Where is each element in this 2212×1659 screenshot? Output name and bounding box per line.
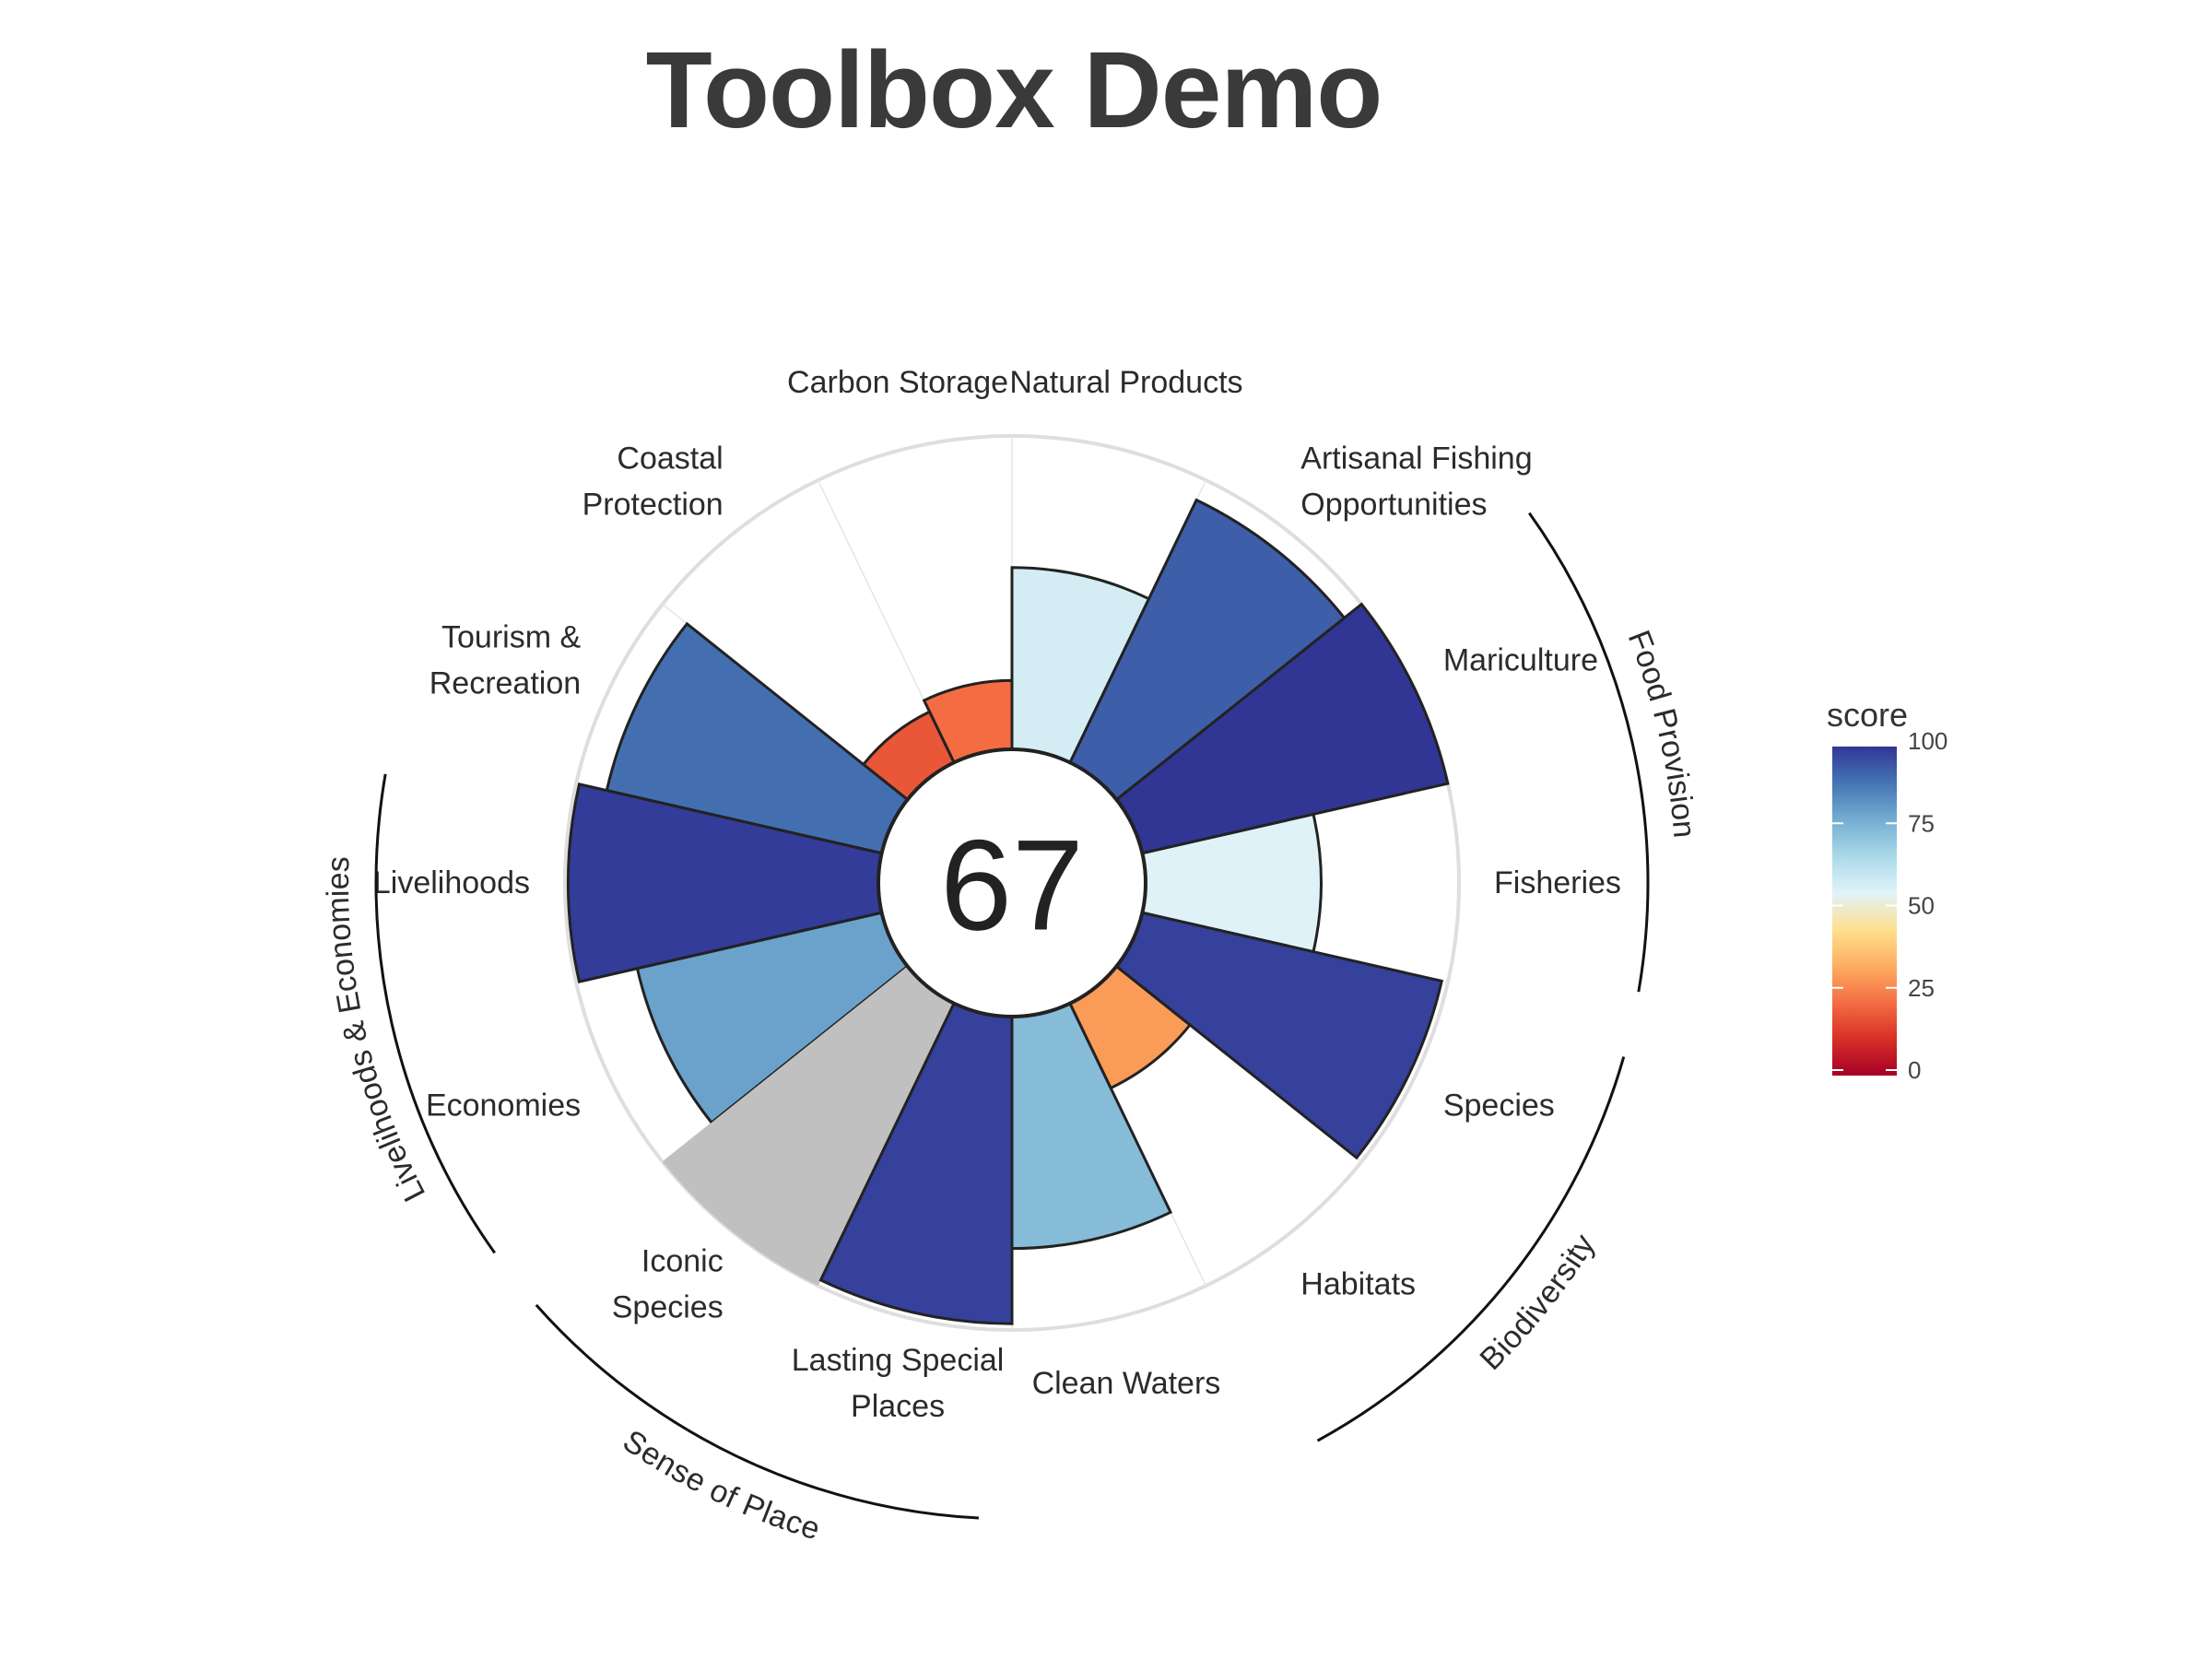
petal-iconic-species: [662, 966, 955, 1286]
group-arc-sense-of-place: [535, 1303, 979, 1520]
legend-tick-label: 50: [1908, 892, 1935, 920]
group-arc-biodiversity: [1316, 1056, 1626, 1442]
goal-label-carbon-storage: Carbon Storage: [787, 365, 1008, 400]
legend-tick-label: 25: [1908, 974, 1935, 1002]
chart-title: Toolbox Demo: [645, 29, 1383, 151]
legend-title: score: [1827, 696, 1908, 734]
group-label-sense-of-place: Sense of Place: [617, 1423, 824, 1547]
legend-colorbar: [1832, 747, 1897, 1076]
goal-label-fisheries: Fisheries: [1494, 865, 1621, 900]
legend-tick-label: 0: [1908, 1056, 1921, 1084]
goal-label-mariculture: Mariculture: [1443, 642, 1598, 677]
group-label-biodiversity: Biodiversity: [1474, 1229, 1602, 1377]
goal-label-natural-products: Natural Products: [1009, 365, 1242, 400]
group-label-food-provision: Food Provision: [1621, 626, 1702, 840]
goal-label-habitats: Habitats: [1300, 1266, 1416, 1301]
goal-label-tourism-and-recreation: Tourism &Recreation: [429, 619, 582, 700]
center-score: 67: [940, 813, 1084, 958]
group-arc-livelihoods-and-economies: [374, 773, 496, 1254]
goal-label-livelihoods: Livelihoods: [373, 865, 530, 900]
legend-tick-label: 75: [1908, 809, 1935, 837]
goal-label-species: Species: [1443, 1088, 1555, 1124]
legend-tick-label: 100: [1908, 727, 1947, 755]
goal-label-economies: Economies: [426, 1088, 581, 1124]
center-circle: [877, 747, 1147, 1018]
group-arc-food-provision: [1528, 512, 1650, 993]
goal-label-clean-waters: Clean Waters: [1032, 1366, 1221, 1401]
